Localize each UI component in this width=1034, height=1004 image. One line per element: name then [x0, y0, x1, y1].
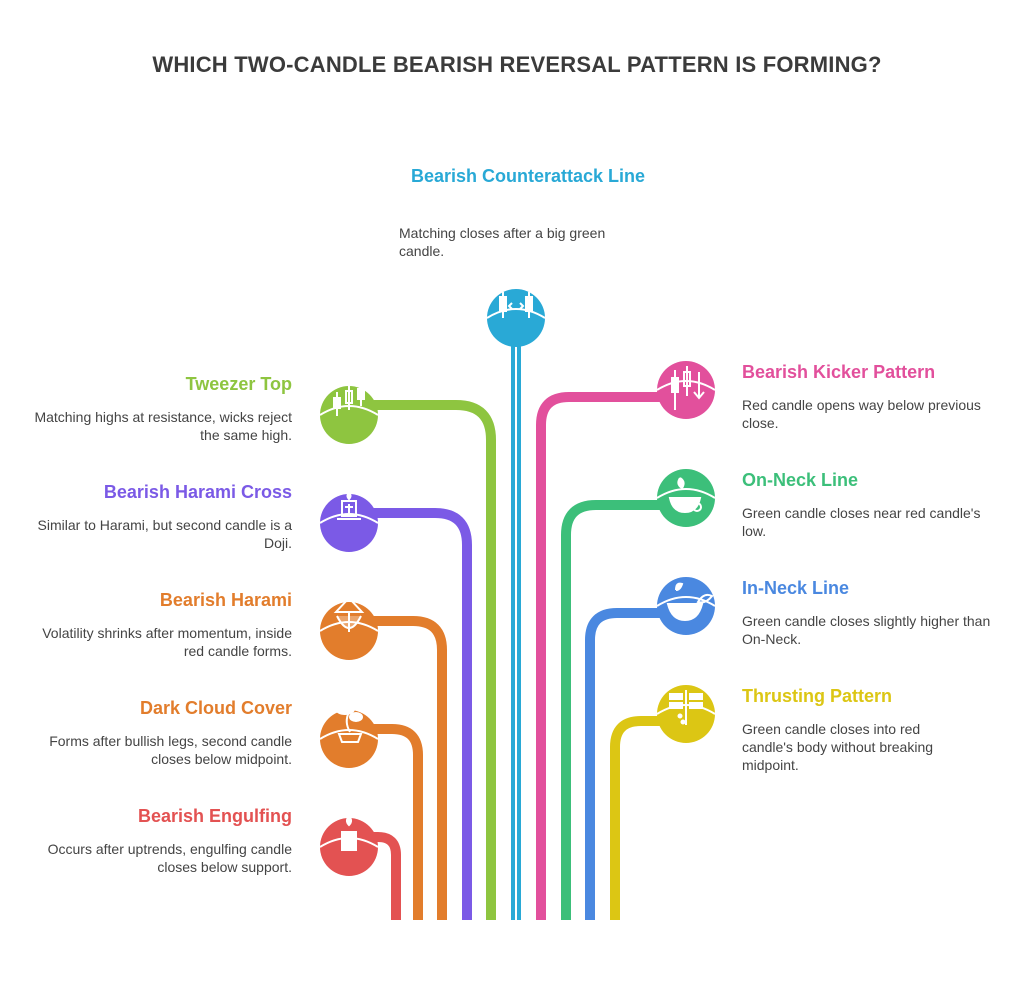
item-title: Tweezer Top [185, 374, 292, 394]
circle-harami-cross [319, 491, 379, 552]
item-desc: Green candle closes into red candle's bo… [742, 721, 934, 773]
circle-engulfing [319, 815, 379, 876]
item-desc: Volatility shrinks after momentum, insid… [42, 625, 292, 659]
circle-dark-cloud [319, 703, 379, 768]
candle-cross-icon [337, 491, 361, 520]
item-thrusting: Thrusting Pattern Green candle closes in… [742, 684, 972, 774]
dragonfly-icon [669, 690, 703, 725]
item-tweezer: Tweezer Top Matching highs at resistance… [32, 372, 292, 444]
page-title: WHICH TWO-CANDLE BEARISH REVERSAL PATTER… [152, 52, 882, 77]
candle-flame-icon [341, 815, 357, 851]
circle-in-neck [656, 577, 716, 635]
item-title: Bearish Engulfing [137, 806, 292, 826]
item-desc: Similar to Harami, but second candle is … [37, 517, 292, 551]
item-title: Bearish Harami Cross [103, 482, 292, 502]
candlestick-chart-icon [333, 384, 365, 416]
item-title: Dark Cloud Cover [139, 698, 292, 718]
circle-thrusting [656, 685, 716, 743]
circle-kicker [656, 361, 716, 419]
item-title: Bearish Counterattack Line [411, 166, 646, 186]
item-desc: Green candle closes near red candle's lo… [742, 505, 981, 539]
leaf-bowl-icon [666, 582, 714, 622]
item-title: On-Neck Line [742, 470, 859, 490]
connector-line-in-neck [585, 608, 665, 920]
item-desc: Matching closes after a big green candle… [399, 225, 606, 259]
circle-harami [319, 596, 379, 660]
item-engulfing: Bearish Engulfing Occurs after uptrends,… [32, 804, 292, 876]
item-desc: Red candle opens way below previous clos… [742, 397, 981, 431]
connector-line-engulfing [370, 832, 401, 920]
connector-line-harami-cross [370, 508, 472, 920]
bonsai-icon [335, 703, 363, 743]
item-title: Bearish Kicker Pattern [742, 362, 936, 382]
item-desc: Occurs after uptrends, engulfing candle … [47, 841, 292, 875]
connector-line-tweezer [370, 400, 496, 920]
connector-line-thrusting [610, 716, 665, 920]
connector-line-dark-cloud [370, 724, 423, 920]
item-harami-cross: Bearish Harami Cross Similar to Harami, … [32, 480, 292, 552]
item-title: Bearish Harami [159, 590, 292, 610]
connector-line-kicker [536, 392, 665, 920]
item-kicker: Bearish Kicker Pattern Red candle opens … [742, 360, 1002, 432]
flower-bowl-icon [668, 477, 702, 514]
item-counterattack: Bearish Counterattack Line [411, 164, 651, 188]
item-title: Thrusting Pattern [742, 686, 893, 706]
item-on-neck: On-Neck Line Green candle closes near re… [742, 468, 1002, 540]
item-desc: Green candle closes slightly higher than… [742, 613, 991, 647]
connector-line-on-neck [561, 500, 665, 920]
item-harami: Bearish Harami Volatility shrinks after … [32, 588, 292, 660]
item-desc: Matching highs at resistance, wicks reje… [34, 409, 292, 443]
candlestick-down-icon [671, 366, 705, 410]
item-desc: Forms after bullish legs, second candle … [49, 733, 292, 767]
circle-on-neck [656, 469, 716, 527]
item-in-neck: In-Neck Line Green candle closes slightl… [742, 576, 992, 648]
item-counterattack-desc: Matching closes after a big green candle… [399, 224, 629, 260]
candlestick-arrows-icon [499, 292, 533, 318]
item-dark-cloud: Dark Cloud Cover Forms after bullish leg… [32, 696, 292, 768]
circle-tweezer [319, 384, 379, 444]
item-title: In-Neck Line [742, 578, 850, 598]
circle-counterattack [486, 289, 546, 347]
hanging-lantern-icon [333, 596, 365, 632]
connector-line-harami [370, 616, 447, 920]
